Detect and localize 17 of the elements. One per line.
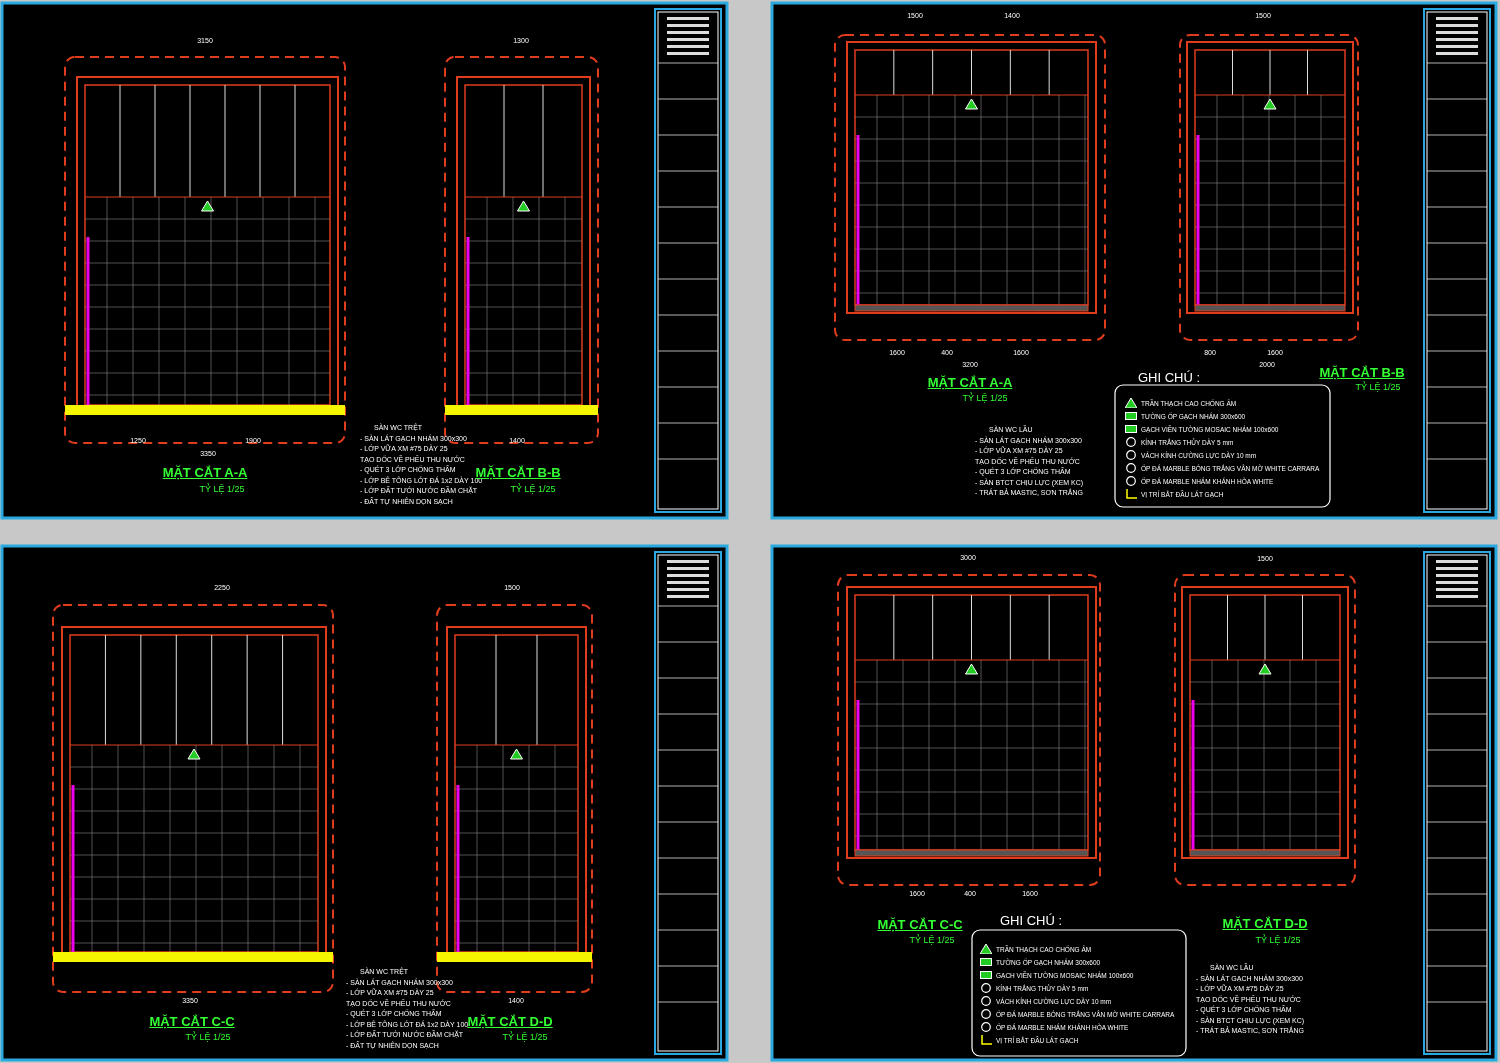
scale-text: TỶ LỆ 1/25 <box>962 394 1008 403</box>
section-title: MẶT CẮT C-C <box>149 1015 235 1028</box>
notes-heading: GHI CHÚ : <box>1000 914 1063 927</box>
section-title: MẶT CẮT C-C <box>877 918 963 931</box>
scale-text: TỶ LỆ 1/25 <box>1355 383 1401 392</box>
notes-heading: GHI CHÚ : <box>1138 371 1201 384</box>
section-title: MẶT CẮT A-A <box>927 376 1013 389</box>
scale-text: TỶ LỆ 1/25 <box>502 1033 548 1042</box>
scale-text: TỶ LỆ 1/25 <box>909 936 955 945</box>
scale-text: TỶ LỆ 1/25 <box>185 1033 231 1042</box>
scale-text: TỶ LỆ 1/25 <box>510 485 556 494</box>
section-title: MẶT CẮT A-A <box>162 466 248 479</box>
section-title: MẶT CẮT B-B <box>1319 366 1405 379</box>
scale-text: TỶ LỆ 1/25 <box>199 485 245 494</box>
scale-text: TỶ LỆ 1/25 <box>1255 936 1301 945</box>
section-title: MẶT CẮT D-D <box>1222 917 1308 930</box>
section-title: MẶT CẮT D-D <box>467 1015 553 1028</box>
